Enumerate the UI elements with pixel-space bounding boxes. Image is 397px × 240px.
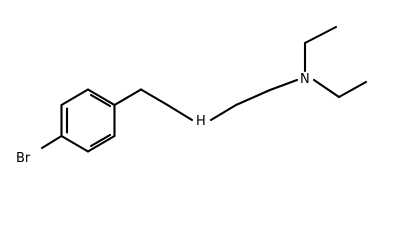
bromine-label: Br [16, 151, 31, 166]
ring-bond-3 [86, 134, 116, 153]
ch2-n-bond [268, 78, 299, 92]
nh-ch2-bond [209, 103, 238, 122]
ring-double-bond-inner-2 [89, 133, 112, 148]
ring-double-bond-inner-3 [89, 93, 112, 108]
n-ethyl-top-bond-2 [303, 25, 338, 45]
ring-bond-6 [60, 88, 90, 107]
ch2-ch2-ethylene-bond [234, 88, 272, 107]
benzene-ring [60, 88, 116, 153]
ring-bond-2 [60, 134, 90, 153]
ch2-ch2-benzyl-bond [139, 88, 169, 107]
ch2-nh-bond [166, 103, 194, 122]
ring-bond-5 [86, 88, 116, 107]
structure-diagram: Br H N [16, 25, 368, 166]
nh-label: H [196, 114, 206, 129]
n-ethyl-right-bond-1 [312, 78, 341, 99]
n-ethyl-right-bond-2 [337, 80, 368, 99]
ring-ch2-bond [113, 88, 143, 107]
amine-nitrogen-label: N [300, 72, 310, 87]
c-br-bond [40, 134, 63, 150]
